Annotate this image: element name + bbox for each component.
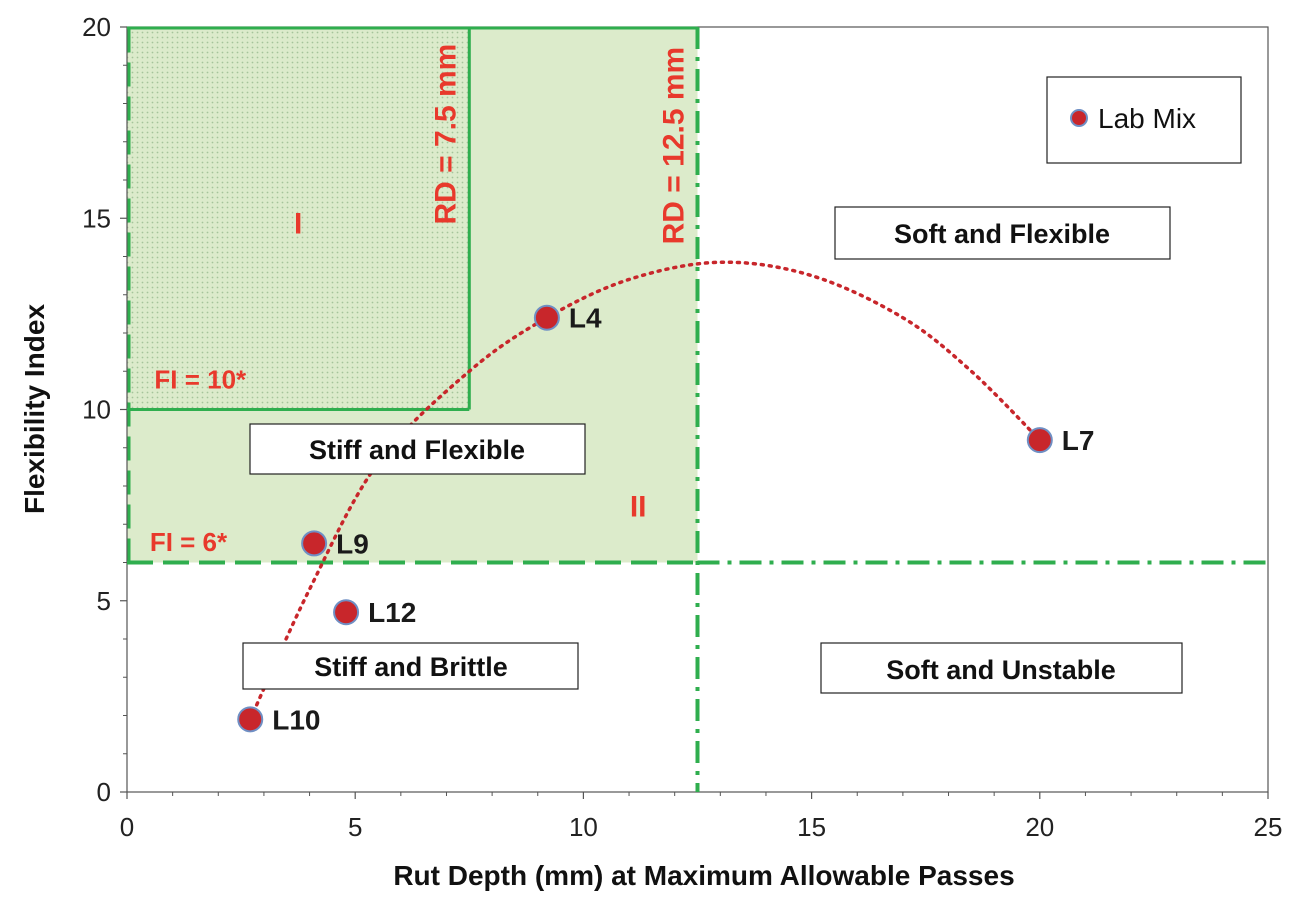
- region-label-stiff-and-brittle: Stiff and Brittle: [314, 652, 508, 682]
- data-point-l12: [333, 599, 360, 626]
- y-tick-label: 10: [82, 395, 111, 425]
- x-tick-label: 0: [120, 812, 134, 842]
- legend-label-lab-mix: Lab Mix: [1098, 103, 1196, 134]
- y-tick-label: 20: [82, 12, 111, 42]
- rd-7-5-label: RD = 7.5 mm: [429, 44, 462, 225]
- data-point-l10: [237, 706, 264, 733]
- rd-12-5-label: RD = 12.5 mm: [658, 47, 691, 245]
- x-tick-label: 10: [569, 812, 598, 842]
- trend-curve: [248, 260, 1042, 722]
- region-box-stiff-and-brittle: Stiff and Brittle: [242, 642, 579, 690]
- y-axis-title: Flexibility Index: [19, 304, 50, 514]
- x-tick-label: 20: [1025, 812, 1054, 842]
- region-label-soft-and-unstable: Soft and Unstable: [886, 655, 1116, 685]
- zone-i-fill: [127, 27, 470, 410]
- x-axis-title: Rut Depth (mm) at Maximum Allowable Pass…: [393, 860, 1014, 891]
- region-label-stiff-and-flexible: Stiff and Flexible: [309, 435, 525, 465]
- fi-10-label: FI = 10*: [154, 364, 247, 394]
- zone-ii-label: II: [630, 491, 647, 524]
- y-tick-label: 15: [82, 203, 111, 233]
- data-point-l7: [1026, 427, 1053, 454]
- x-tick-label: 5: [348, 812, 362, 842]
- point-label-l4: L4: [569, 303, 602, 334]
- x-tick-label: 25: [1254, 812, 1283, 842]
- fi-6-label: FI = 6*: [150, 527, 228, 557]
- point-label-l9: L9: [336, 528, 369, 559]
- y-tick-label: 5: [97, 586, 111, 616]
- region-box-soft-and-flexible: Soft and Flexible: [834, 206, 1171, 260]
- axis-ticks: 0 5 10 15 20 25 0 5 10 15 20: [82, 12, 1282, 842]
- region-box-soft-and-unstable: Soft and Unstable: [820, 642, 1183, 694]
- x-tick-label: 15: [797, 812, 826, 842]
- data-point-l9: [301, 530, 328, 557]
- legend-marker-lab-mix: [1070, 109, 1088, 127]
- legend: Lab Mix: [1046, 76, 1242, 164]
- point-label-l7: L7: [1062, 425, 1095, 456]
- zone-i-label: I: [294, 208, 302, 241]
- region-label-soft-and-flexible: Soft and Flexible: [894, 219, 1110, 249]
- point-label-l12: L12: [368, 597, 416, 628]
- data-point-l4: [533, 304, 560, 331]
- region-box-stiff-and-flexible: Stiff and Flexible: [249, 423, 586, 475]
- y-tick-label: 0: [97, 777, 111, 807]
- point-label-l10: L10: [272, 704, 320, 735]
